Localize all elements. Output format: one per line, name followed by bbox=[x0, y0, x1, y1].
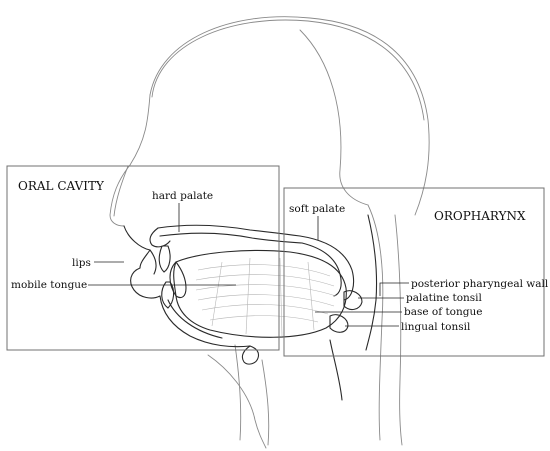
lips-shape bbox=[123, 225, 161, 299]
label-mobile-tongue: mobile tongue bbox=[11, 279, 87, 291]
label-posterior-pharyngeal-wall: posterior pharyngeal wall bbox=[411, 278, 549, 290]
hard-palate-shape bbox=[149, 224, 303, 248]
leader-lines bbox=[88, 203, 409, 327]
head-outline bbox=[109, 16, 430, 449]
soft-palate-shape bbox=[299, 235, 355, 301]
oropharynx-box bbox=[283, 187, 545, 357]
label-lingual-tonsil: lingual tonsil bbox=[401, 321, 471, 333]
teeth-shape bbox=[158, 245, 175, 309]
oral-cavity-box bbox=[6, 165, 280, 351]
pharyngeal-wall-shape bbox=[329, 214, 378, 401]
tongue-hatching bbox=[195, 257, 337, 337]
label-hard-palate: hard palate bbox=[152, 190, 213, 202]
oral-cavity-title: ORAL CAVITY bbox=[18, 179, 105, 193]
label-base-of-tongue: base of tongue bbox=[404, 306, 482, 318]
tongue-shape bbox=[169, 249, 347, 338]
label-palatine-tonsil: palatine tonsil bbox=[406, 292, 483, 304]
leader-posterior-pharyngeal-wall bbox=[379, 282, 409, 296]
label-soft-palate: soft palate bbox=[289, 203, 345, 215]
oropharynx-title: OROPHARYNX bbox=[434, 209, 526, 223]
label-lips: lips bbox=[72, 257, 91, 269]
